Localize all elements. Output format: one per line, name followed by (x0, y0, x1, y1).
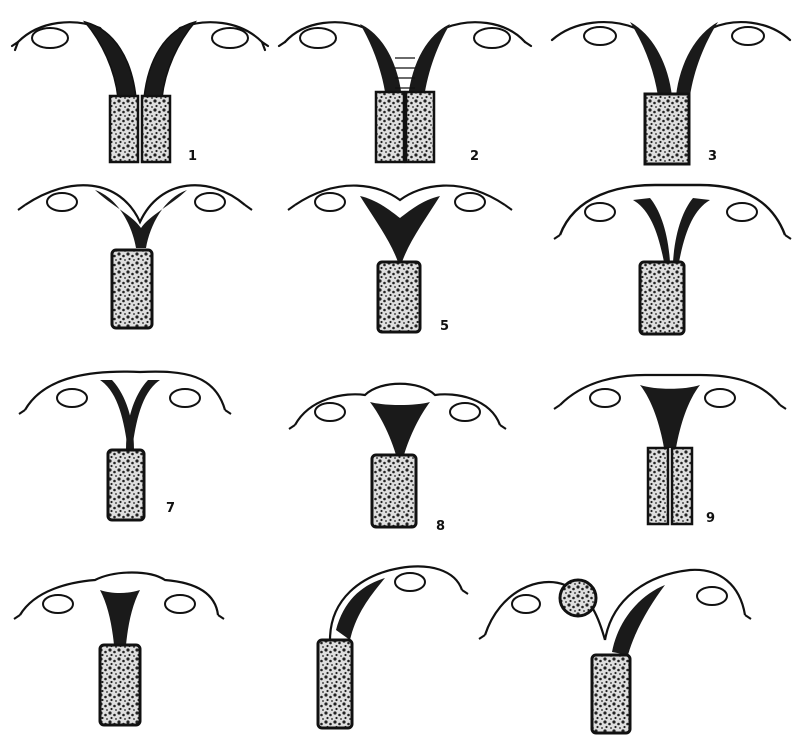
diagram-9-uterus-with-cervical-septum: 9 (554, 375, 786, 526)
figure-label-9: 9 (706, 511, 715, 526)
diagram-2-uterus-bicornuate-bicollis: 2 (279, 22, 531, 164)
diagram-11-uterus-unicornuate (318, 566, 468, 728)
figure-label-7: 7 (166, 501, 175, 516)
diagram-12-uterus-rudimentary-horn (479, 570, 751, 733)
diagram-4-uterus-septate (18, 185, 252, 328)
diagram-7-uterus-septate-partial: 7 (19, 372, 231, 520)
diagram-3-uterus-bicornuate-unicollis: 3 (552, 22, 790, 164)
figure-label-5: 5 (440, 319, 449, 334)
diagram-5-uterus-subseptate: 5 (288, 186, 512, 334)
figure-label-2: 2 (470, 149, 479, 164)
diagram-10-uterus-subseptate-flat (14, 573, 224, 726)
figure-label-1: 1 (188, 149, 197, 164)
diagram-1-uterus-didelphys: 1 (12, 22, 268, 164)
figure-label-3: 3 (708, 149, 717, 164)
figure-label-8: 8 (436, 519, 445, 534)
diagram-6-uterus-arcuate (554, 185, 791, 334)
diagram-8-uterus-arcuate-dome: 8 (289, 384, 506, 534)
